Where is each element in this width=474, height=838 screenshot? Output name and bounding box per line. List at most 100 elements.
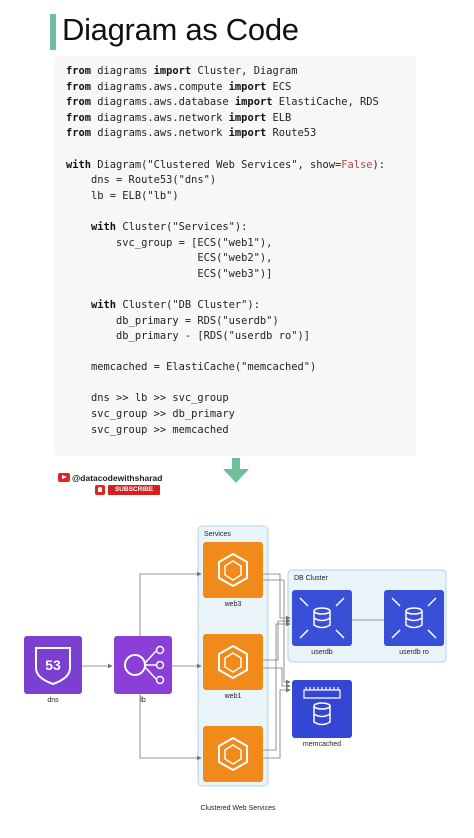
code-text: Cluster("DB Cluster"): <box>116 298 260 311</box>
title-accent-bar <box>50 14 56 50</box>
code-text: ): <box>372 158 386 171</box>
code-text: ElastiCache, RDS <box>272 96 379 109</box>
diagram-caption: Clustered Web Services <box>201 805 276 812</box>
code-line: from diagrams import Cluster, Diagram <box>66 64 385 80</box>
code-line: from diagrams.aws.compute import ECS <box>66 80 385 96</box>
code-keyword: from <box>66 65 92 77</box>
code-line: from diagrams.aws.network import Route53 <box>66 126 385 142</box>
code-line: with Cluster("DB Cluster"): <box>66 298 385 314</box>
code-text: dns >> lb >> svc_group <box>66 392 229 405</box>
edge-web2-memcached <box>263 687 291 759</box>
code-keyword: import <box>234 96 273 109</box>
code-text: ECS("web3")] <box>66 267 273 280</box>
architecture-diagram: Services DB Cluster 53 dns lb we <box>24 525 447 812</box>
code-text: db_primary = RDS("userdb") <box>66 314 279 327</box>
memcached-node[interactable]: memcached <box>292 680 352 748</box>
code-block <box>54 56 416 456</box>
ecs-icon <box>203 634 263 690</box>
channel-handle[interactable]: @datacodewithsharad <box>72 473 163 483</box>
services-cluster-label: Services <box>204 531 231 538</box>
code-line <box>66 376 385 392</box>
edge-web3-userdb <box>263 573 291 621</box>
code-line: ECS("web2"), <box>66 251 385 267</box>
code-text <box>66 299 91 311</box>
code-line: lb = ELB("lb") <box>66 189 385 205</box>
code-text: Diagram("Clustered Web Services", show= <box>91 158 342 171</box>
code-text <box>66 221 91 233</box>
userdb-label: userdb <box>311 649 333 656</box>
code-line <box>66 345 385 361</box>
code-line: from diagrams.aws.database import Elasti… <box>66 95 385 111</box>
code-line: memcached = ElastiCache("memcached") <box>66 360 385 376</box>
code-text: diagrams.aws.compute <box>91 80 229 93</box>
code-line: db_primary = RDS("userdb") <box>66 314 385 330</box>
code-line: ECS("web3")] <box>66 267 385 283</box>
lb-node[interactable]: lb <box>114 636 172 704</box>
code-text: memcached = ElastiCache("memcached") <box>66 361 317 374</box>
code-line: from diagrams.aws.network import ELB <box>66 111 385 127</box>
web1-node[interactable]: web1 <box>203 634 263 700</box>
route53-badge-text: 53 <box>45 657 61 673</box>
youtube-icon <box>58 473 70 482</box>
code-keyword: import <box>228 111 267 124</box>
code-line: svc_group >> memcached <box>66 423 385 439</box>
db-cluster-label: DB Cluster <box>294 575 329 582</box>
code-keyword: with <box>91 220 117 233</box>
code-keyword: import <box>228 127 267 140</box>
code-line: dns = Route53("dns") <box>66 173 385 189</box>
code-text: Route53 <box>266 127 317 140</box>
code-keyword: from <box>66 111 92 124</box>
web2-node[interactable] <box>203 726 263 782</box>
code-line <box>66 142 385 158</box>
code-line: svc_group >> db_primary <box>66 407 385 423</box>
web3-node[interactable]: web3 <box>203 542 263 608</box>
code-keyword: with <box>66 158 92 171</box>
code-text: Cluster("Services"): <box>116 220 248 233</box>
code-keyword: with <box>91 298 117 311</box>
memcached-label: memcached <box>303 741 341 748</box>
page-title: Diagram as Code <box>62 12 299 47</box>
ecs-icon <box>203 542 263 598</box>
code-text: dns = Route53("dns") <box>66 174 217 187</box>
code-text: svc_group >> db_primary <box>66 408 235 421</box>
web1-label: web1 <box>224 693 242 700</box>
code-text: svc_group = [ECS("web1"), <box>66 236 273 249</box>
bell-icon[interactable] <box>95 485 105 495</box>
code-keyword: from <box>66 80 92 93</box>
code-text: diagrams <box>91 65 154 77</box>
code-text: ECS("web2"), <box>66 252 273 265</box>
code-line: with Diagram("Clustered Web Services", s… <box>66 158 385 174</box>
code-text: diagrams.aws.network <box>91 111 229 124</box>
userdb-ro-node[interactable]: userdb ro <box>384 590 444 656</box>
code-literal: False <box>341 158 373 171</box>
edge-web1-memcached <box>263 667 291 689</box>
userdb-node[interactable]: userdb <box>292 590 352 656</box>
code-text: Cluster, Diagram <box>191 65 298 77</box>
code-text: db_primary - [RDS("userdb ro")] <box>66 330 310 343</box>
code-text: diagrams.aws.database <box>91 96 235 109</box>
subscribe-button[interactable]: SUBSCRIBE <box>108 485 160 495</box>
code-line: with Cluster("Services"): <box>66 220 385 236</box>
code-text: ELB <box>266 111 292 124</box>
code-text: svc_group >> memcached <box>66 423 229 436</box>
code-keyword: import <box>153 65 192 77</box>
code-text: lb = ELB("lb") <box>66 189 179 202</box>
dns-label: dns <box>47 697 59 704</box>
edge-web2-userdb <box>263 621 291 751</box>
lb-label: lb <box>140 697 146 704</box>
code-line <box>66 204 385 220</box>
userdb-ro-label: userdb ro <box>399 649 429 656</box>
code-line: svc_group = [ECS("web1"), <box>66 236 385 252</box>
code-text: diagrams.aws.network <box>91 127 229 140</box>
code-line <box>66 282 385 298</box>
edge-web3-memcached <box>263 579 291 685</box>
code-keyword: import <box>228 80 267 93</box>
code-line: db_primary - [RDS("userdb ro")] <box>66 329 385 345</box>
down-arrow-icon <box>223 458 249 483</box>
code-line: dns >> lb >> svc_group <box>66 391 385 407</box>
code-text: ECS <box>266 80 292 93</box>
route53-icon <box>24 636 82 694</box>
code-keyword: from <box>66 96 92 109</box>
dns-node[interactable]: 53 dns <box>24 636 82 704</box>
